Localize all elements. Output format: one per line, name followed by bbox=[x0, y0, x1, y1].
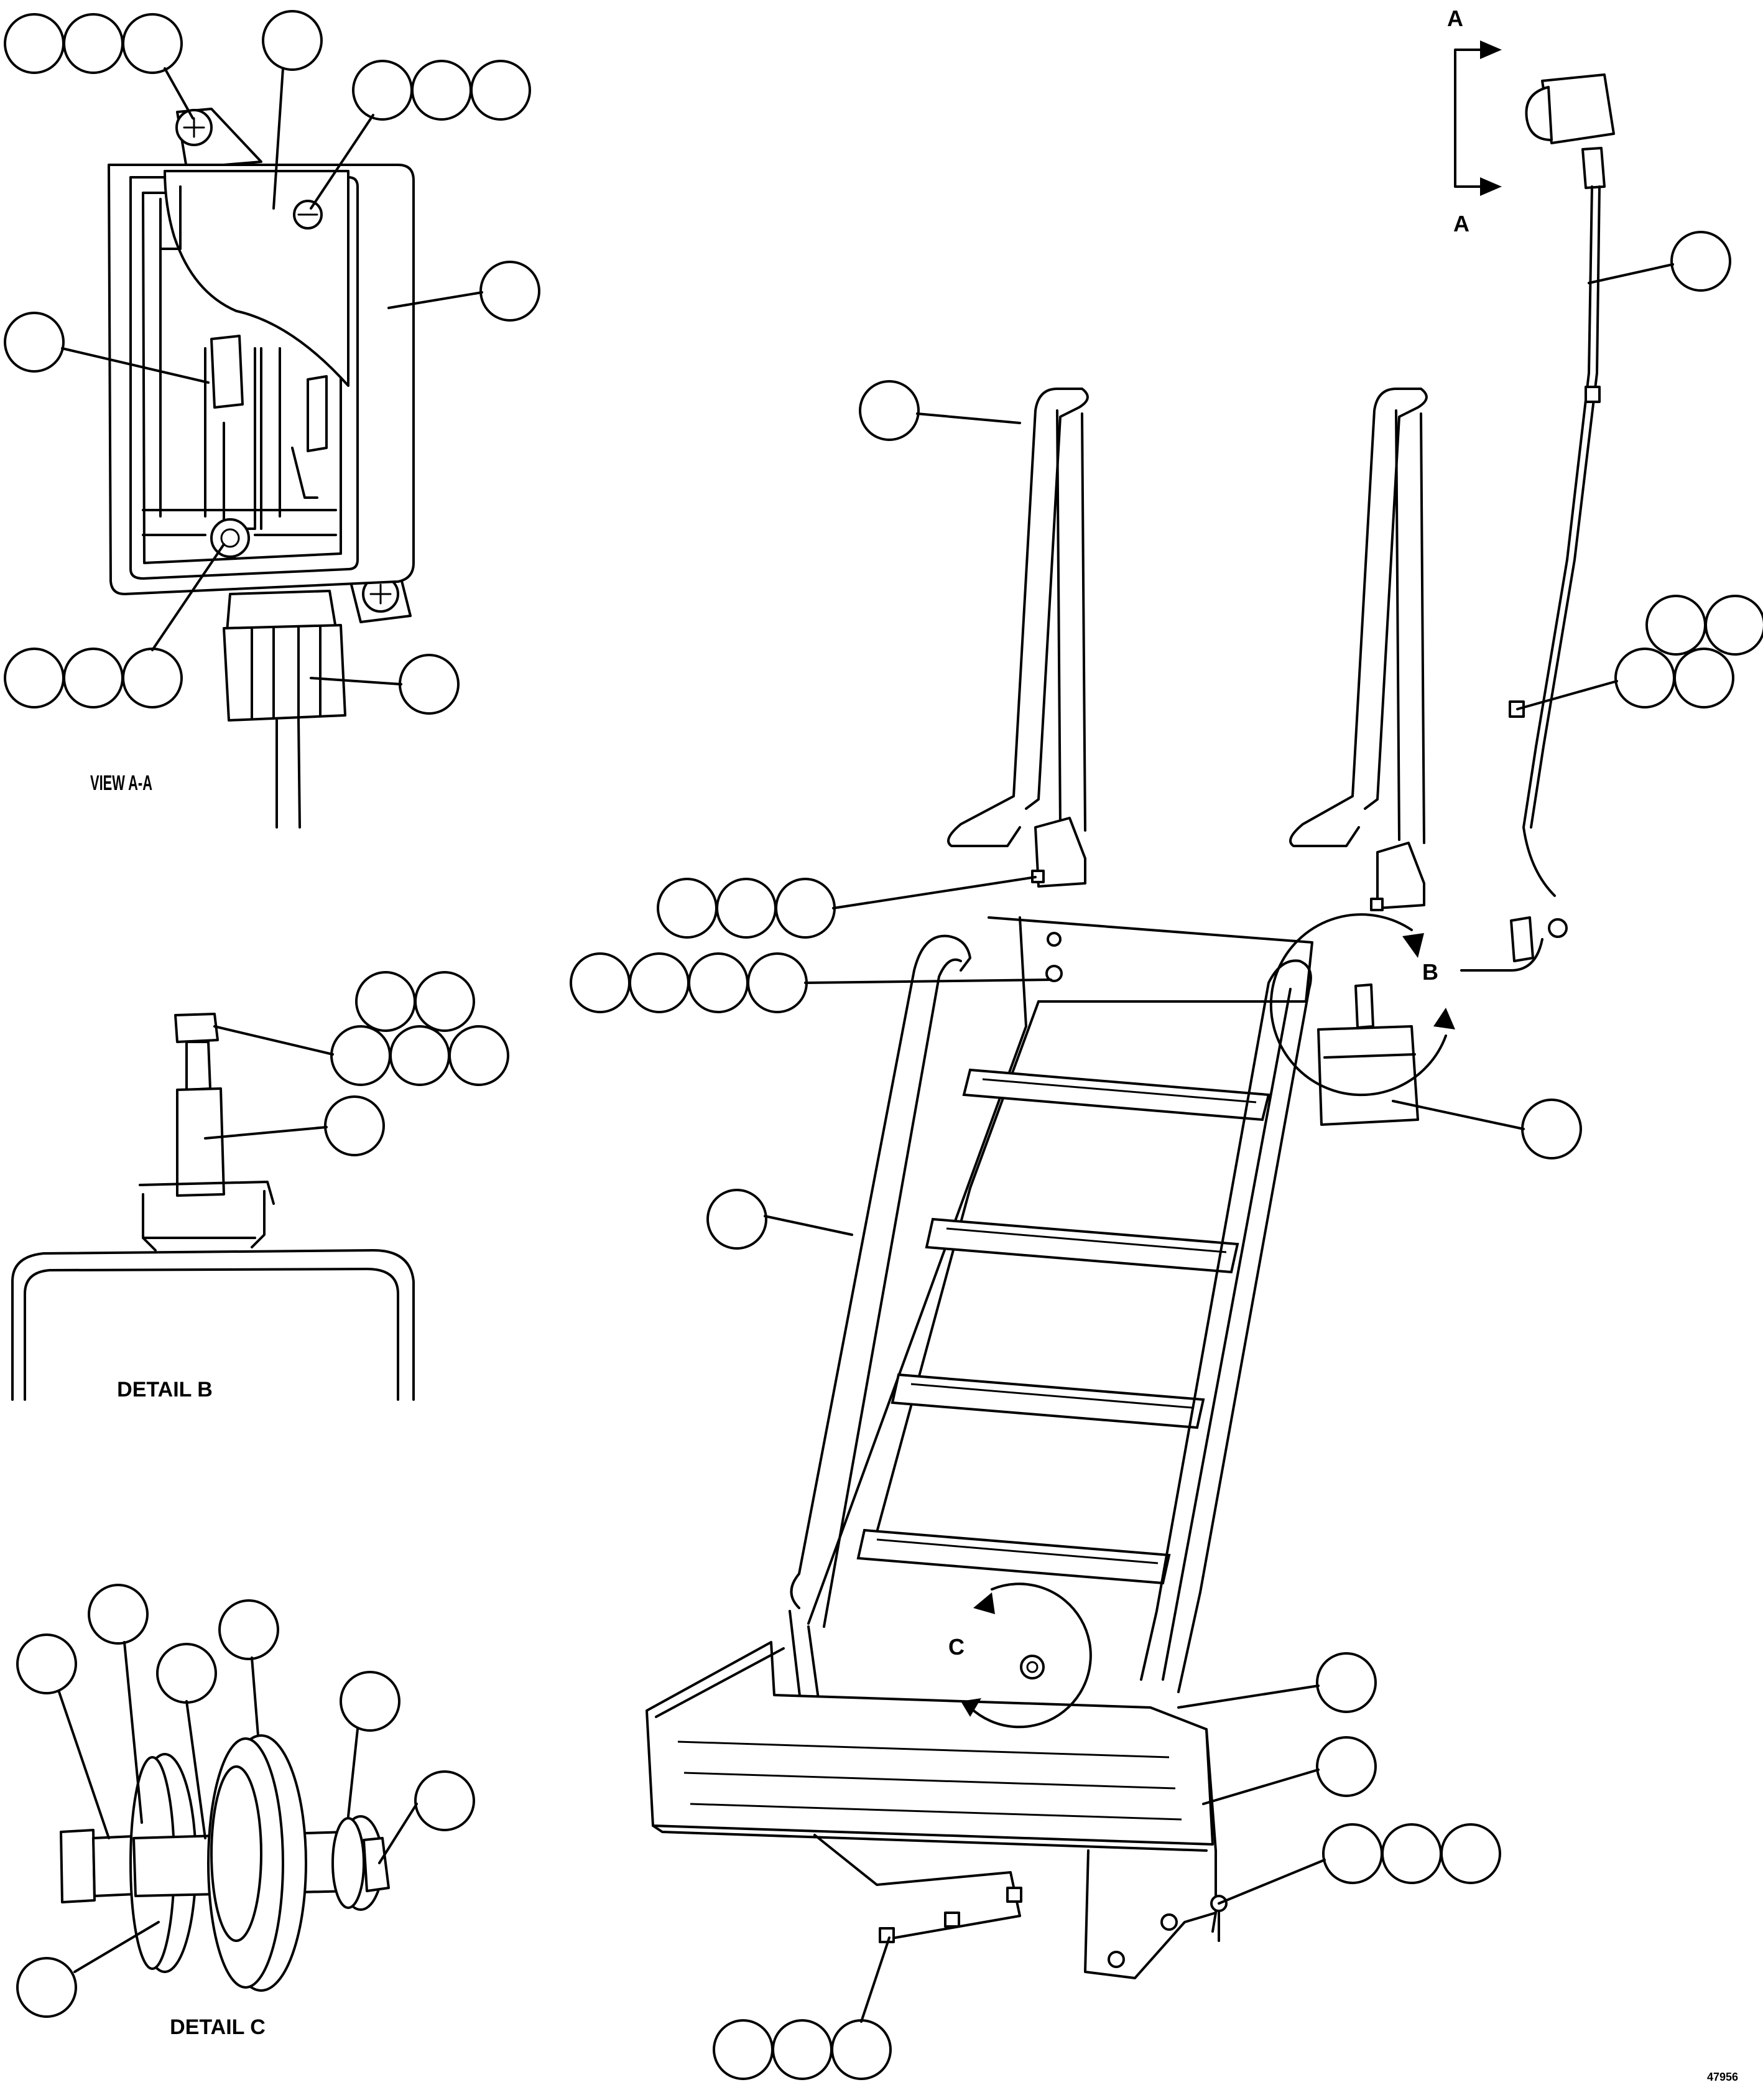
drawing-number: 47956 bbox=[1707, 2071, 1738, 2083]
callout-balloons-detail-c bbox=[16, 1584, 475, 2018]
section-a-bottom-label: A bbox=[1453, 211, 1469, 236]
platform-holes bbox=[677, 1740, 1182, 1821]
callout-balloons-stair bbox=[570, 380, 1582, 2080]
section-a-top-label: A bbox=[1447, 6, 1463, 31]
detail-b-marker: B bbox=[1422, 959, 1438, 985]
limit-switch-cable-assembly bbox=[1460, 73, 1615, 972]
view-a-a-caption: VIEW A-A bbox=[90, 771, 152, 795]
section-a-arrows: A A bbox=[1447, 6, 1502, 236]
tread-holes bbox=[876, 1078, 1257, 1564]
view-a-a-switch-box bbox=[108, 108, 415, 829]
callout-balloons-cable bbox=[1516, 231, 1763, 710]
detail-c-caption: DETAIL C bbox=[170, 2015, 266, 2039]
callout-balloons-view-a bbox=[4, 10, 540, 715]
callout-balloons-detail-b bbox=[204, 971, 509, 1156]
detail-c-roller-assembly bbox=[60, 1734, 390, 1992]
detail-b-caption: DETAIL B bbox=[117, 1378, 213, 1401]
detail-c-marker: C bbox=[948, 1634, 965, 1660]
detail-b-switch-mount bbox=[11, 1013, 415, 1401]
stair-assembly: B C bbox=[646, 388, 1455, 1979]
